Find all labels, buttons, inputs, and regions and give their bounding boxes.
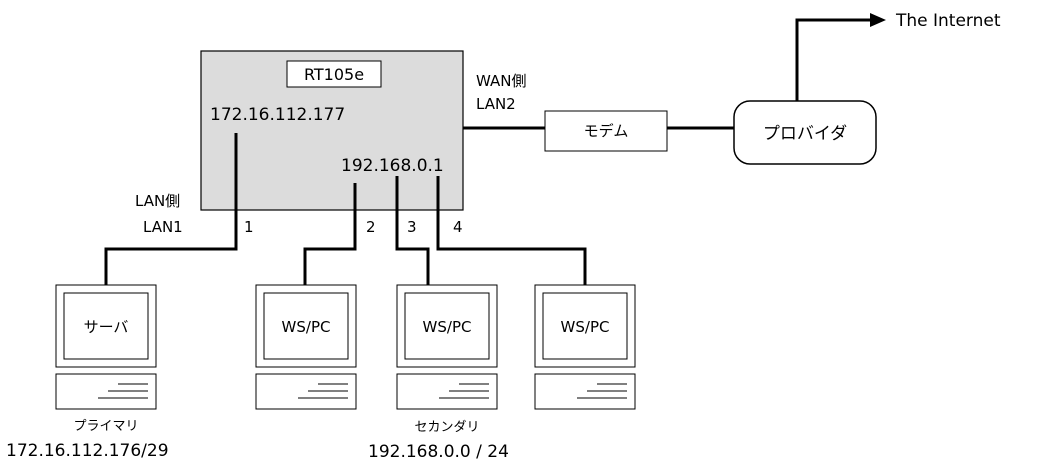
provider-box (733, 100, 877, 165)
router-lan-ip: 172.16.112.177 (210, 105, 345, 125)
router-name: RT105e (304, 65, 364, 84)
internet-arrow-icon (870, 13, 886, 27)
lan-cable-2 (303, 183, 357, 285)
wan-side-label: WAN側 (476, 72, 527, 90)
port-label-4: 4 (453, 218, 463, 236)
modem-label: モデム (584, 122, 629, 140)
lan-cable-3 (395, 176, 430, 285)
modem-box (544, 110, 668, 152)
wan-port-label: LAN2 (476, 95, 516, 113)
port-label-3: 3 (407, 218, 417, 236)
computer-label: WS/PC (561, 318, 610, 336)
monitor-screen (404, 292, 490, 360)
lan-port-label: LAN1 (143, 218, 183, 236)
lan-cable-1 (104, 133, 238, 285)
computer-label: サーバ (84, 318, 129, 336)
internet-label: The Internet (895, 11, 1001, 31)
monitor-screen (63, 292, 149, 360)
secondary-network-name: セカンダリ (414, 420, 479, 435)
port-label-2: 2 (366, 218, 376, 236)
provider-label: プロバイダ (763, 124, 847, 144)
lan-side-label: LAN側 (135, 192, 180, 210)
computer-ws-pc-3: WS/PC (534, 284, 636, 410)
lan-cable-4 (436, 176, 587, 285)
computer-label: WS/PC (423, 318, 472, 336)
computer-label: WS/PC (282, 318, 331, 336)
monitor-screen (542, 292, 628, 360)
router-name-box (286, 60, 382, 88)
router-secondary-ip: 192.168.0.1 (341, 156, 444, 176)
secondary-network-cidr: 192.168.0.0 / 24 (368, 442, 509, 462)
primary-network-name: プライマリ (73, 419, 138, 434)
computer-server: サーバ (55, 284, 157, 410)
port-label-1: 1 (244, 218, 254, 236)
computer-ws-pc-1: WS/PC (255, 284, 357, 410)
monitor-screen (263, 292, 349, 360)
primary-network-cidr: 172.16.112.176/29 (6, 441, 169, 461)
computer-ws-pc-2: WS/PC (396, 284, 498, 410)
internet-link (795, 18, 870, 101)
